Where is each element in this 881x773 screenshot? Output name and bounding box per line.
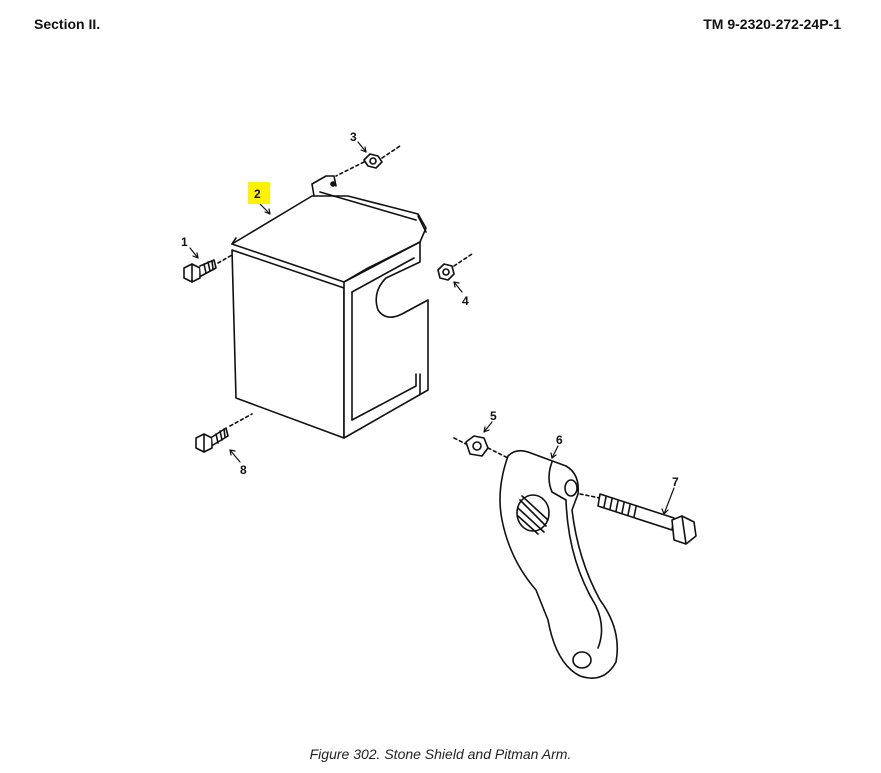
section-label: Section II. (34, 16, 101, 32)
bolt-1 (183, 254, 233, 283)
callout-1: 1 (181, 235, 188, 249)
callout-5: 5 (490, 409, 497, 423)
nut-3 (335, 145, 401, 177)
stone-shield (231, 175, 429, 439)
nut-4 (437, 253, 473, 281)
callout-2-highlight (248, 182, 270, 204)
callout-8: 8 (240, 463, 247, 477)
callout-7: 7 (672, 475, 679, 489)
bolt-8 (195, 413, 253, 453)
callout-2: 2 (254, 187, 261, 201)
callout-leaders (189, 141, 675, 515)
callout-3: 3 (350, 130, 357, 144)
pitman-arm (499, 449, 619, 679)
callout-4: 4 (462, 294, 469, 308)
figure-caption: Figure 302. Stone Shield and Pitman Arm. (309, 746, 572, 762)
callout-6: 6 (556, 433, 563, 447)
bolt-7 (597, 493, 697, 545)
manual-number: TM 9-2320-272-24P-1 (703, 16, 841, 32)
nut-5 (453, 435, 509, 459)
callout-labels: 1 2 3 4 5 6 7 8 (181, 130, 679, 489)
